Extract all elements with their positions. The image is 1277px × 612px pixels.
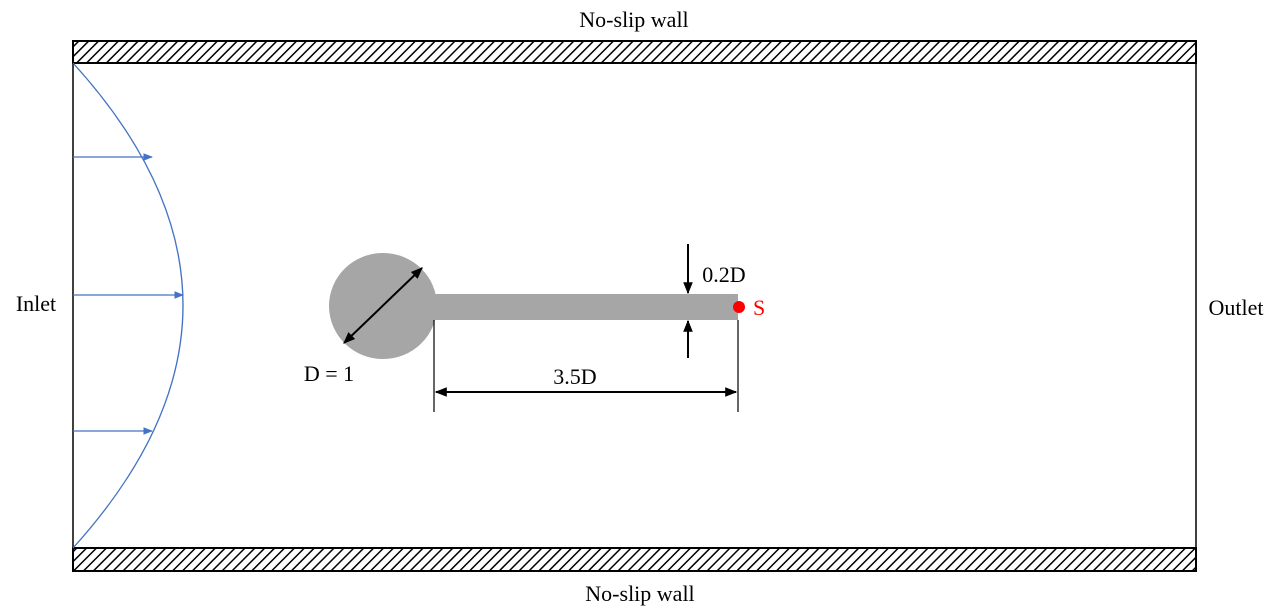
inlet-label: Inlet xyxy=(16,291,56,316)
bottom-wall-label: No-slip wall xyxy=(585,581,694,606)
point-s-marker xyxy=(733,301,745,313)
point-s-label: S xyxy=(753,295,765,320)
inlet-velocity-profile xyxy=(72,62,184,549)
bottom-wall xyxy=(72,547,1197,572)
outlet-label: Outlet xyxy=(1209,295,1264,320)
splitter-plate xyxy=(430,294,738,320)
plate-length-label: 3.5D xyxy=(553,364,596,389)
plate-thickness-label: 0.2D xyxy=(702,262,745,287)
diameter-label: D = 1 xyxy=(304,361,354,386)
top-wall-label: No-slip wall xyxy=(579,7,688,32)
top-wall xyxy=(72,40,1197,64)
diameter-dimension-arrow xyxy=(343,267,423,344)
